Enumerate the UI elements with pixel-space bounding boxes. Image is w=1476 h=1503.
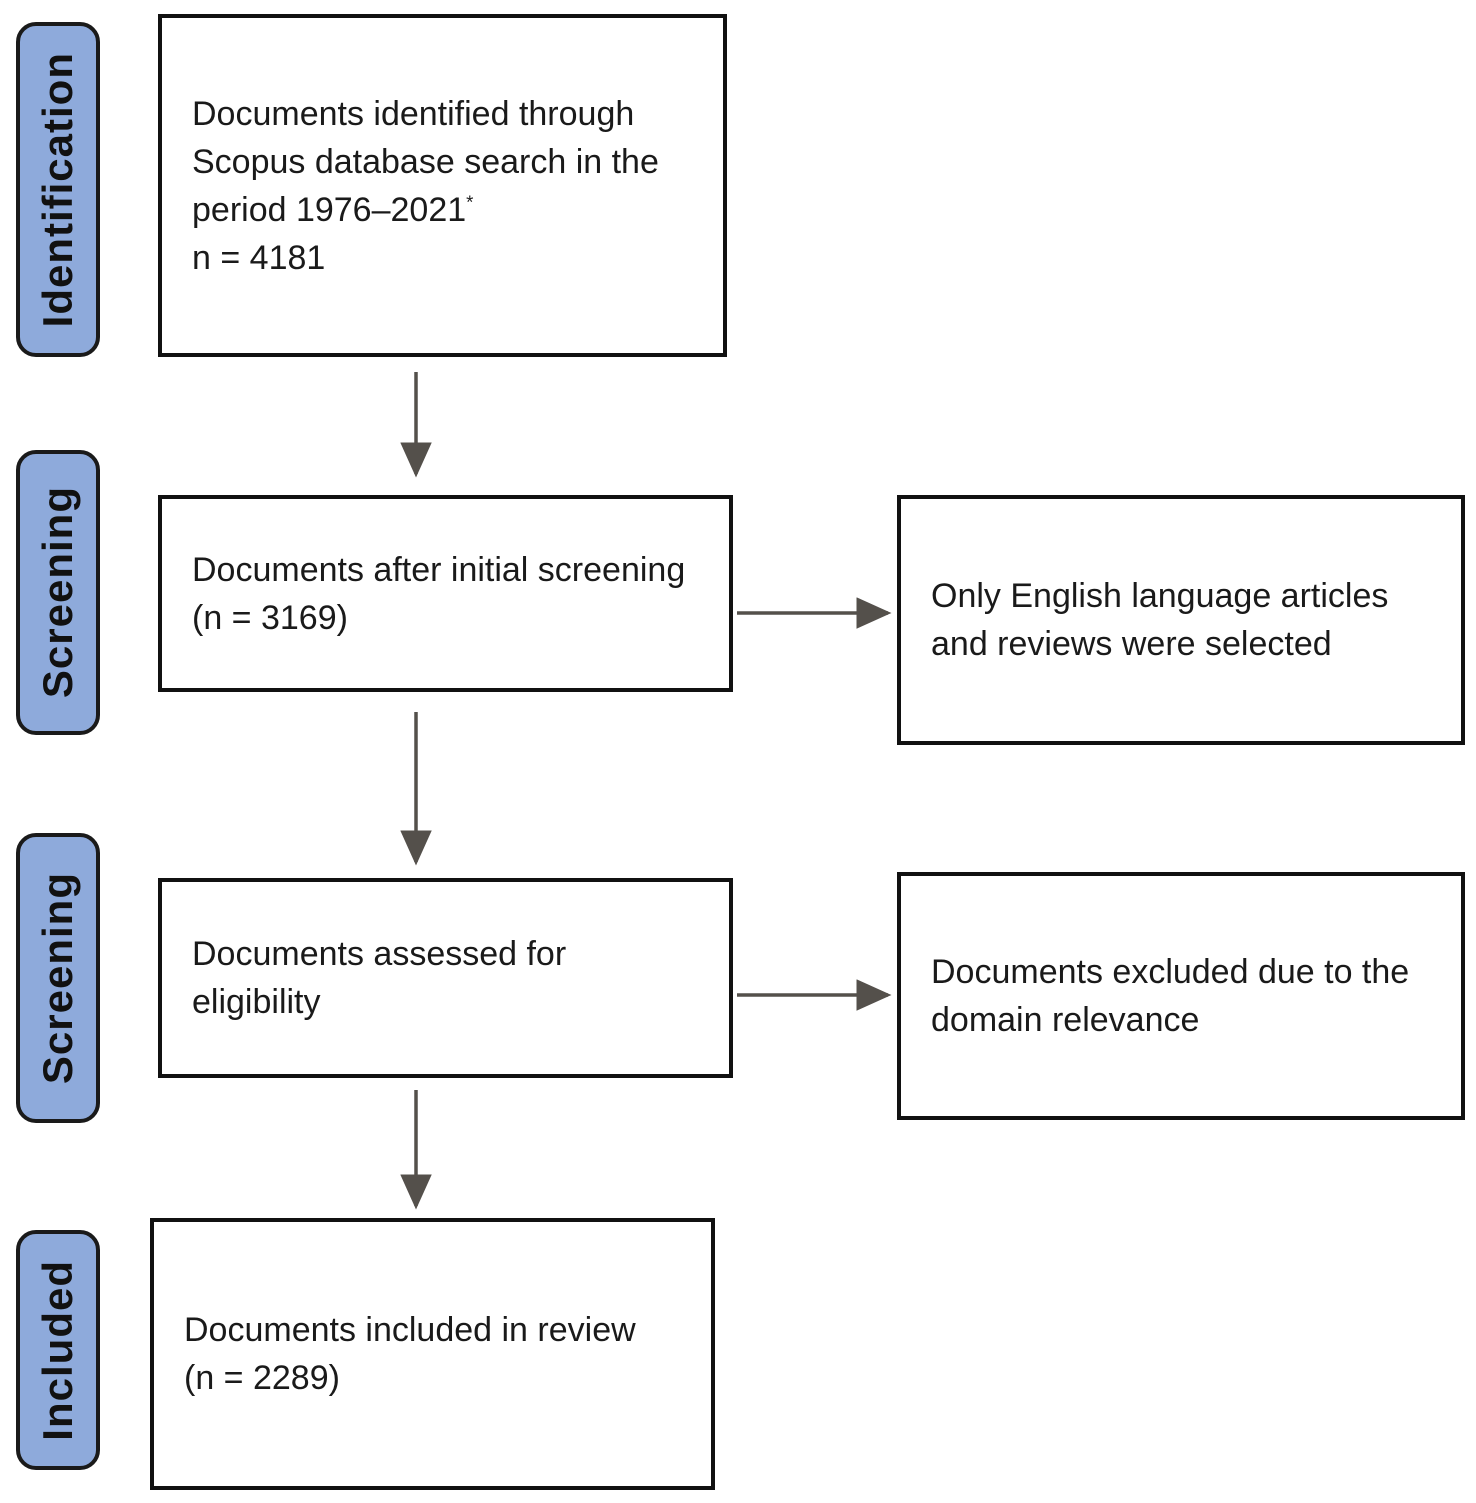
box-text-line: Documents after initial screening <box>192 550 686 589</box>
stage-label-text: Screening <box>34 871 81 1085</box>
box-count-line: (n = 3169) <box>192 598 348 637</box>
box-count-line: (n = 2289) <box>184 1359 340 1397</box>
box-text-line: Documents excluded due to the <box>931 953 1410 991</box>
stage-label-screening-2: Screening <box>16 833 100 1123</box>
stage-label-text: Identification <box>34 51 81 328</box>
box-text-line: Documents assessed for <box>192 935 567 973</box>
box-count-line: n = 4181 <box>192 238 326 277</box>
box-text-line: Scopus database search in the <box>192 142 659 181</box>
box-text-line: eligibility <box>192 983 321 1021</box>
box-text-line: Documents identified through <box>192 94 635 133</box>
box-text-line: domain relevance <box>931 1001 1200 1039</box>
stage-label-included: Included <box>16 1230 100 1470</box>
box-text-line: and reviews were selected <box>931 625 1332 663</box>
box-text-line: Only English language articles <box>931 577 1389 615</box>
box-text-line: period 1976–2021* <box>192 190 474 229</box>
box-text-line: Documents included in review <box>184 1311 636 1349</box>
box-documents-included-in-review: Documents included in review (n = 2289) <box>150 1218 715 1490</box>
stage-label-text: Screening <box>34 486 81 699</box>
footnote-asterisk: * <box>466 191 474 213</box>
box-note-domain-relevance-excluded: Documents excluded due to the domain rel… <box>897 872 1465 1120</box>
stage-label-identification: Identification <box>16 22 100 357</box>
box-documents-after-initial-screening: Documents after initial screening (n = 3… <box>158 495 733 692</box>
box-documents-identified: Documents identified through Scopus data… <box>158 14 727 357</box>
box-documents-assessed-for-eligibility: Documents assessed for eligibility <box>158 878 733 1078</box>
stage-label-text: Included <box>34 1259 81 1441</box>
stage-label-screening-1: Screening <box>16 450 100 735</box>
box-note-english-only: Only English language articles and revie… <box>897 495 1465 745</box>
